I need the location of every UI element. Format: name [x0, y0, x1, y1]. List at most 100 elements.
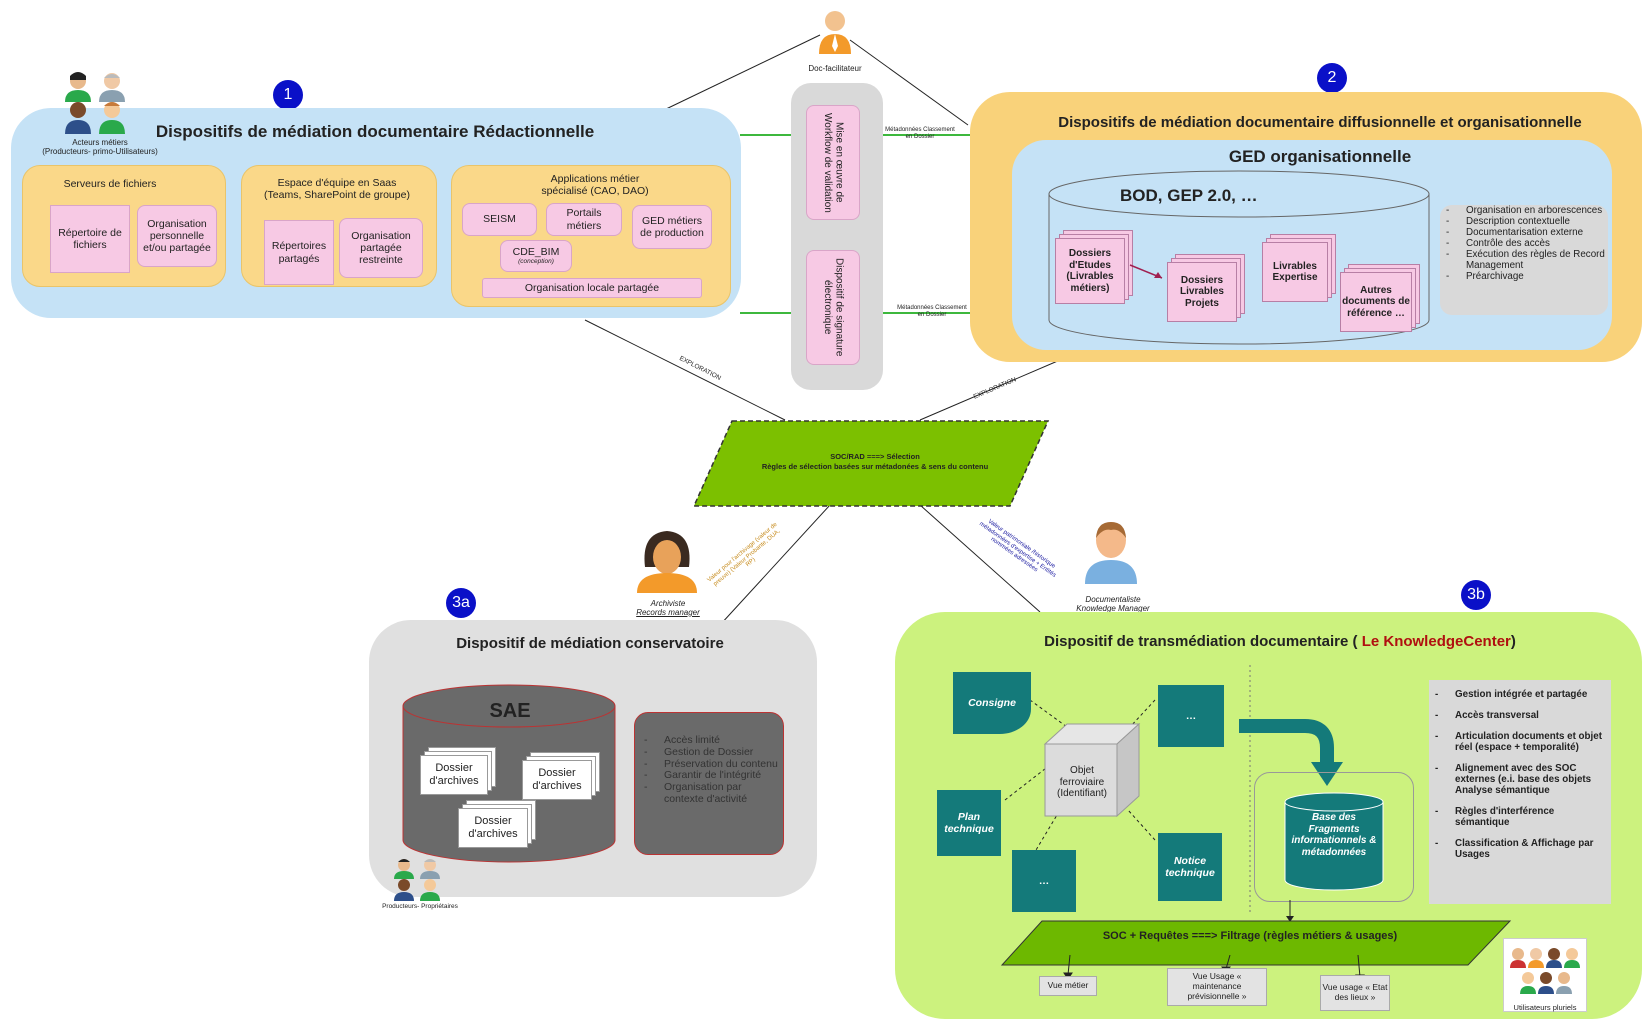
teal-curved-arrow [1239, 719, 1343, 786]
repertoire-fichiers: Répertoire de fichiers [50, 205, 130, 273]
connector-line [849, 39, 969, 126]
filtrage-shape [1000, 920, 1512, 966]
ged-feature: Exécution des règles de Record Managemen… [1442, 249, 1612, 272]
documentaliste-label: Documentaliste Knowledge Manager [1058, 595, 1168, 614]
doc-notice-technique: Notice technique [1158, 833, 1222, 901]
panel3b-divider [1249, 665, 1251, 915]
badge-2: 2 [1317, 63, 1347, 93]
panel3b-title-suffix: ) [1510, 633, 1516, 650]
soc-line2: Règles de sélection basées sur métadonée… [761, 461, 989, 471]
sae-feature: Accès limité [640, 734, 780, 747]
utilisateurs-label: Utilisateurs pluriels [1513, 1003, 1577, 1012]
panel3b-title-highlight: Le KnowledgeCenter [1361, 633, 1511, 650]
badge-3a: 3a [446, 588, 476, 618]
sae-features-list: Accès limité Gestion de Dossier Préserva… [640, 734, 780, 806]
archive-doc-1: Dossier d'archives [420, 755, 488, 795]
base-fragments-label: Base des Fragments informationnels & mét… [1291, 812, 1377, 858]
archiviste-line1: Archiviste [650, 599, 686, 608]
applications-metier-title: Applications métier spécialisé (CAO, DAO… [541, 173, 649, 198]
doc-livrables-expertise: Livrables Expertise [1262, 242, 1328, 302]
ged-title: GED organisationnelle [1228, 147, 1412, 166]
serveurs-fichiers-title: Serveurs de fichiers [63, 178, 157, 190]
exploration-line-right [919, 359, 1061, 421]
arrow-etudes-to-livrables [1129, 264, 1163, 279]
espace-equipe-title: Espace d'équipe en Saas (Teams, SharePoi… [264, 177, 410, 202]
soc-selection-text: SOC/RAD ===> Sélection Règles de sélecti… [730, 452, 1020, 472]
sae-title: SAE [489, 700, 531, 722]
archiviste-label: Archiviste Records manager [618, 599, 718, 618]
documentaliste-line1: Documentaliste [1085, 595, 1141, 604]
ged-feature: Contrôle des accès [1442, 238, 1612, 250]
signature-label: Dispositif de signature électronique [822, 258, 845, 357]
panel3a-title: Dispositif de médiation conservatoire [456, 635, 724, 652]
portails-metiers: Portails métiers [546, 203, 622, 236]
badge-1: 1 [273, 80, 303, 110]
vue-metier: Vue métier [1039, 976, 1097, 996]
badge-3b: 3b [1461, 580, 1491, 610]
bod-database-cylinder [1048, 170, 1430, 345]
signature-electronique: Dispositif de signature électronique [806, 250, 860, 365]
doc-ellipsis-top: … [1158, 685, 1224, 747]
doc-ellipsis-bottom: … [1012, 850, 1076, 912]
sae-feature: Préservation du contenu [640, 758, 780, 771]
ged-feature: Description contextuelle [1442, 216, 1612, 228]
producteurs-icon [392, 857, 444, 901]
acteurs-line1: Acteurs métiers [72, 138, 128, 147]
doc-plan-technique: Plan technique [937, 790, 1001, 856]
doc-consigne: Consigne [953, 672, 1031, 734]
kc-feature: Règles d'interférence sémantique [1431, 806, 1611, 829]
documentaliste-line2: Knowledge Manager [1076, 603, 1150, 613]
kc-feature: Articulation documents et objet réel (es… [1431, 731, 1611, 754]
exploration-line-left [584, 319, 786, 421]
archiviste-avatar [633, 527, 701, 593]
sae-feature: Organisation par contexte d'activité [640, 781, 780, 806]
metadonnees-label-bottom: Métadonnées Classement en Dossier [897, 305, 967, 318]
ged-feature: Documentarisation externe [1442, 227, 1612, 239]
metadonnees-label-top: Métadonnées Classement en Dossier [885, 127, 955, 140]
panel2-title: Dispositifs de médiation documentaire di… [1058, 114, 1582, 131]
ged-metiers-production: GED métiers de production [632, 205, 712, 249]
producteurs-label: Producteurs- Propriétaires [382, 903, 458, 910]
kc-feature: Classification & Affichage par Usages [1431, 838, 1611, 861]
objet-ferroviaire-cube [1043, 722, 1141, 818]
db-title: BOD, GEP 2.0, … [1120, 186, 1258, 205]
repertoires-partages: Répertoires partagés [264, 220, 334, 285]
organisation-locale-partagee: Organisation locale partagée [482, 278, 702, 298]
soc-selection-shape [692, 420, 1050, 507]
panel3b-title-prefix: Dispositif de transmédiation documentair… [1044, 633, 1362, 650]
seism-box: SEISM [462, 203, 537, 236]
cde-bim-sublabel: (conception) [518, 258, 554, 266]
base-fragments-cylinder [1284, 792, 1384, 891]
sae-feature: Gestion de Dossier [640, 746, 780, 759]
archiviste-line2: Records manager [636, 607, 700, 617]
connector-line [663, 34, 821, 111]
organisation-partagee-restreinte: Organisation partagée restreinte [339, 218, 423, 278]
doc-autres-documents: Autres documents de référence … [1340, 272, 1412, 332]
archive-doc-3: Dossier d'archives [458, 808, 528, 848]
kc-features-list: Gestion intégrée et partagée Accès trans… [1431, 689, 1611, 861]
connector-line [719, 504, 831, 626]
ged-features-list: Organisation en arborescences Descriptio… [1442, 205, 1612, 283]
documentaliste-avatar [1083, 520, 1139, 584]
panel1-title: Dispositifs de médiation documentaire Ré… [155, 122, 595, 141]
kc-feature: Alignement avec des SOC externes (e.i. b… [1431, 763, 1611, 797]
organisation-personnelle: Organisation personnelle et/ou partagée [137, 205, 217, 267]
connector-line [919, 504, 1041, 613]
doc-facilitateur-label: Doc-facilitateur [808, 64, 862, 73]
vue-etat-lieux: Vue usage « Etat des lieux » [1320, 975, 1390, 1011]
panel3b-title: Dispositif de transmédiation documentair… [990, 633, 1570, 650]
acteurs-line2: (Producteurs- primo-Utilisateurs) [42, 146, 158, 156]
doc-facilitateur-avatar [817, 8, 853, 54]
doc-dossiers-etudes: Dossiers d'Etudes (Livrables métiers) [1055, 238, 1125, 304]
base-fragments-box [1254, 772, 1414, 902]
ged-feature: Préarchivage [1442, 271, 1612, 283]
kc-feature: Accès transversal [1431, 710, 1611, 722]
filtrage-label: SOC + Requêtes ===> Filtrage (règles mét… [1102, 930, 1398, 942]
acteurs-metiers-label: Acteurs métiers (Producteurs- primo-Util… [25, 138, 175, 157]
acteurs-metiers-icon [62, 70, 132, 136]
ged-feature: Organisation en arborescences [1442, 205, 1612, 217]
cde-bim-box: CDE_BIM (conception) [500, 240, 572, 272]
utilisateurs-icon [1508, 946, 1582, 1002]
cde-bim-label: CDE_BIM [512, 246, 560, 259]
doc-dossiers-livrables: Dossiers Livrables Projets [1167, 262, 1237, 322]
